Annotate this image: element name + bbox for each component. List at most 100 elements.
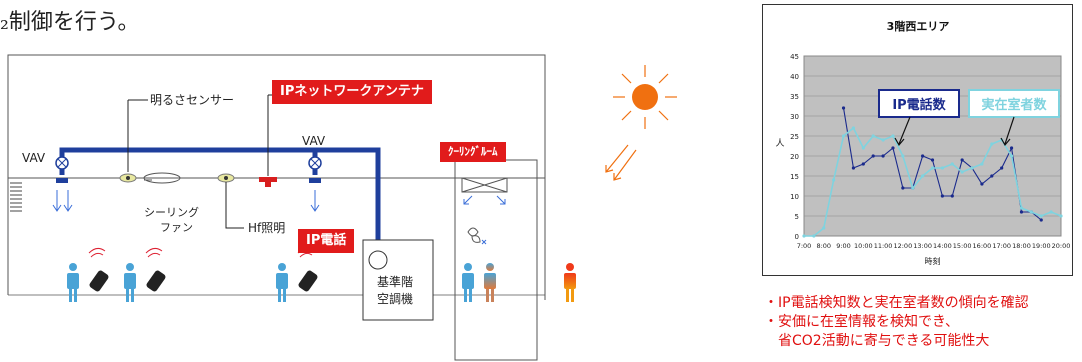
notes-list: ・IP電話検知数と実在室者数の傾向を確認 ・安価に在室情報を検知でき、 省CO2… (764, 294, 1029, 351)
series-lines (802, 106, 1063, 238)
window-hatching (10, 182, 22, 212)
vav-right-label: VAV (302, 134, 326, 148)
y-tick-label: 35 (790, 93, 799, 101)
ip-antenna-label: IPネットワークアンテナ (272, 80, 432, 104)
y-tick-label: 5 (795, 213, 799, 221)
data-point (950, 162, 954, 166)
x-tick-label: 20:00 (1052, 242, 1071, 250)
data-point (940, 194, 944, 198)
data-point (832, 178, 836, 182)
data-point (1000, 166, 1004, 170)
data-point (1019, 206, 1024, 210)
data-point (960, 170, 964, 174)
data-point (881, 138, 885, 142)
legend-occupants: 実在室者数 (968, 89, 1060, 147)
chart-title: 3階西エリア (887, 19, 950, 33)
ceiling-fan-label-2: ファン (160, 221, 193, 234)
cooling-room (454, 159, 538, 361)
data-point (980, 162, 984, 166)
legend-ip-phone-text: IP電話数 (892, 97, 946, 113)
data-point (851, 126, 856, 130)
x-tick-label: 10:00 (854, 242, 873, 250)
data-point (891, 134, 895, 138)
data-point (841, 134, 846, 138)
y-tick-label: 0 (795, 233, 799, 241)
note-line: ・安価に在室情報を検知でき、 (764, 314, 960, 330)
x-tick-label: 13:00 (913, 242, 932, 250)
y-axis-label: 人 (775, 138, 784, 149)
data-point (990, 142, 994, 146)
hf-light-icon (217, 173, 244, 229)
plot-area (803, 55, 1062, 237)
hf-light-label: Hf照明 (248, 221, 285, 235)
cooling-room-label: ｸｰﾘﾝｸﾞﾙｰﾑ (440, 142, 506, 162)
data-point (851, 166, 856, 170)
sunlight-rays-icon (605, 144, 637, 181)
data-point (1039, 218, 1043, 222)
data-point (891, 146, 895, 150)
data-point (930, 166, 935, 170)
y-tick-label: 10 (790, 193, 799, 201)
person-cool-1 (462, 263, 474, 302)
data-point (901, 154, 905, 158)
x-tick-label: 16:00 (973, 242, 992, 250)
person-cool-2 (484, 263, 496, 302)
x-tick-label: 12:00 (893, 242, 912, 250)
data-point (871, 154, 875, 158)
x-tick-label: 11:00 (874, 242, 893, 250)
x-tick-label: 7:00 (797, 242, 812, 250)
legend-ip-phone: IP電話数 (878, 89, 960, 147)
data-point (901, 186, 905, 190)
x-tick-label: 8:00 (816, 242, 831, 250)
note-line: ・IP電話検知数と実在室者数の傾向を確認 (764, 295, 1029, 311)
y-tick-label: 25 (790, 133, 799, 141)
ahu-label-1: 基準階 (377, 274, 413, 289)
data-point (881, 154, 885, 158)
supply-duct (59, 147, 381, 240)
x-tick-label: 17:00 (992, 242, 1011, 250)
person-with-phone-2 (124, 247, 166, 302)
ip-phone-label: IP電話 (298, 229, 355, 253)
data-point (990, 174, 994, 178)
x-tick-label: 18:00 (1012, 242, 1031, 250)
data-point (950, 194, 954, 198)
data-point (1049, 210, 1053, 214)
y-tick-label: 45 (790, 53, 799, 61)
data-point (930, 158, 935, 162)
ceiling-fan-icon (143, 172, 181, 184)
vav-left-icon (52, 156, 73, 212)
vav-right-icon (308, 156, 322, 212)
air-handling-unit (362, 239, 434, 321)
x-tick-label: 14:00 (933, 242, 952, 250)
brightness-sensor-leader (127, 99, 148, 172)
data-point (1009, 154, 1014, 158)
data-point (940, 166, 944, 170)
y-tick-label: 40 (790, 73, 799, 81)
note-line: 省CO2活動に寄与できる可能性大 (764, 333, 990, 349)
data-point (1019, 210, 1024, 214)
data-point (911, 186, 915, 190)
x-tick-label: 19:00 (1032, 242, 1051, 250)
data-point (871, 134, 875, 138)
y-tick-label: 15 (790, 173, 799, 181)
data-point (970, 166, 974, 170)
brightness-sensor-label: 明るさセンサー (150, 93, 234, 107)
person-hot (564, 263, 576, 302)
data-point (1009, 146, 1014, 150)
data-point (980, 182, 984, 186)
heading-text: ₂制御を行う。 (0, 10, 140, 35)
person-with-phone-1 (67, 247, 109, 302)
data-point (861, 162, 865, 166)
data-point (1059, 214, 1063, 218)
x-axis-label: 時刻 (925, 256, 941, 266)
data-point (822, 226, 826, 230)
sensor-lamp-icon (119, 173, 137, 183)
x-tick-label: 15:00 (953, 242, 972, 250)
legend-occupants-text: 実在室者数 (981, 97, 1047, 113)
person-with-phone-3 (276, 247, 318, 302)
data-point (921, 154, 925, 158)
data-point (812, 234, 816, 238)
data-point (802, 234, 806, 238)
y-tick-label: 30 (790, 113, 799, 121)
